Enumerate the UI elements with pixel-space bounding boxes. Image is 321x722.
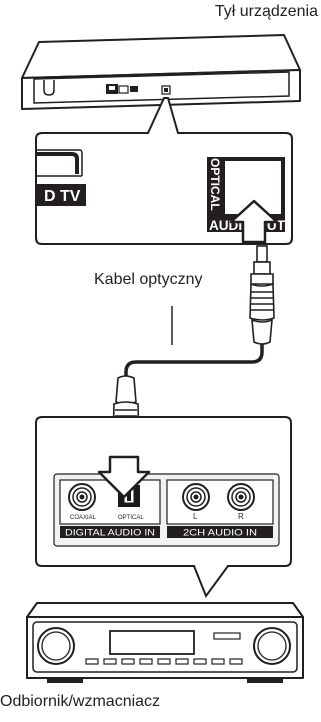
receiver-front-panel	[32, 621, 298, 673]
coaxial-label: COAXIAL	[70, 515, 97, 521]
right-audio-jack	[227, 483, 255, 511]
arrow-into-receiver	[97, 455, 151, 499]
player-lan-port	[118, 85, 129, 94]
ch2-audio-in-label: 2CH AUDIO IN	[183, 528, 257, 538]
player-device	[21, 34, 301, 110]
optical-in-jack-core	[127, 491, 131, 501]
coaxial-jack	[68, 483, 96, 511]
left-audio-jack	[182, 483, 210, 511]
player-tv-label-box	[36, 184, 86, 206]
player-optical-port-inner	[164, 88, 168, 92]
receiver-foot-left	[47, 678, 83, 683]
player-front-inset	[33, 71, 290, 104]
optical-cable-label: Kabel optyczny	[94, 271, 203, 288]
digital-audio-in-label: DIGITAL AUDIO IN	[65, 528, 155, 538]
right-channel-label: R	[238, 512, 244, 521]
player-tv-label: D TV	[44, 188, 81, 205]
player-slot	[43, 80, 55, 96]
top-plug-grip	[251, 291, 273, 311]
receiver-display	[109, 630, 195, 655]
optical-cable	[124, 344, 264, 378]
player-tv-port-frame	[36, 152, 79, 174]
arrow-into-player	[229, 199, 279, 244]
receiver-indicator	[213, 632, 241, 640]
back-of-device-label: Tył urządzenia	[214, 3, 318, 20]
player-hdmi-port-inner	[109, 86, 115, 90]
player-usb-port	[130, 86, 138, 92]
player-tv-port-edge	[36, 149, 83, 176]
top-plug-boot	[251, 318, 273, 345]
analog-audio-group	[166, 479, 274, 525]
receiver-knob-right	[253, 627, 291, 665]
left-channel-label: L	[193, 512, 198, 521]
bottom-plug-boot	[115, 375, 137, 405]
player-optical-vertical-label: OPTICAL	[208, 158, 222, 211]
player-optical-port	[161, 85, 171, 95]
receiver-foot-right	[247, 678, 283, 683]
optical-in-label: OPTICAL	[118, 515, 144, 521]
player-notch	[162, 72, 170, 76]
top-optical-plug	[249, 245, 275, 321]
digital-audio-in-bar	[60, 526, 160, 538]
receiver-buttons	[85, 658, 243, 665]
receiver-knob-left	[37, 627, 75, 665]
ch2-audio-in-bar	[167, 526, 273, 538]
receiver-label: Odbiornik/wzmacniacz	[0, 693, 161, 710]
